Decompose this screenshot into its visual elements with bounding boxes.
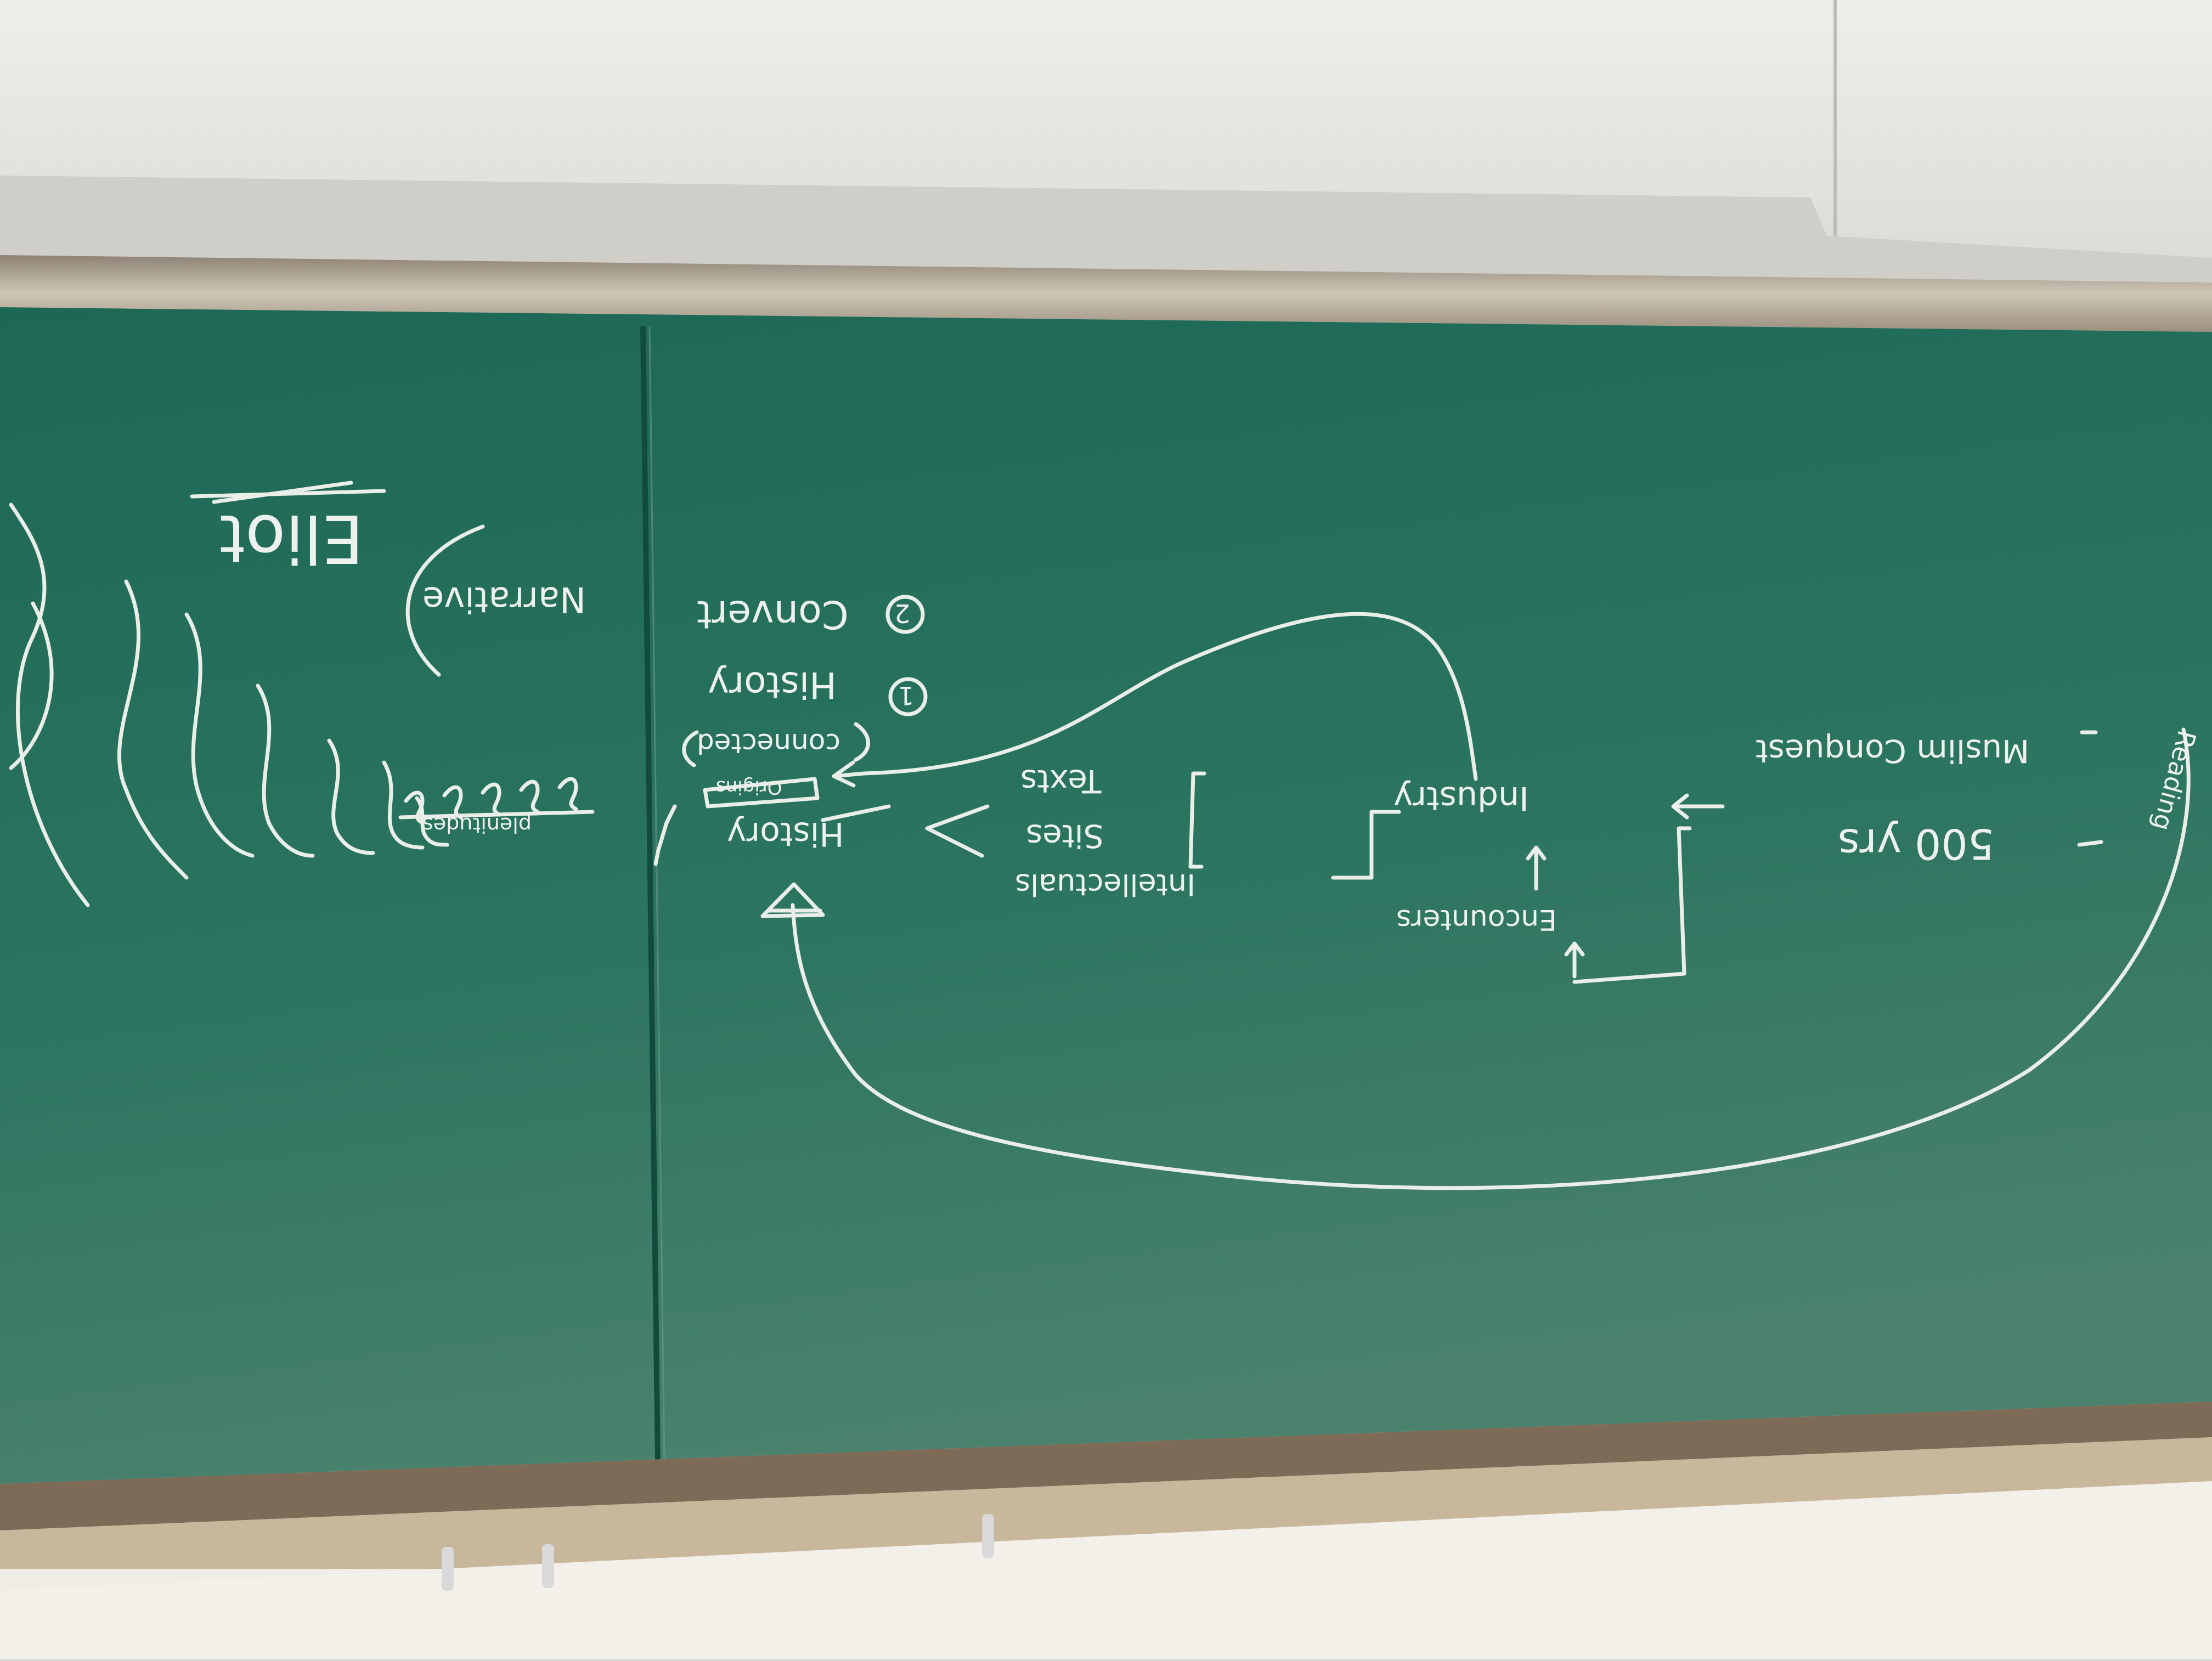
- origins-box: [703, 777, 820, 809]
- label-texts: Texts: [1020, 762, 1102, 800]
- label-connected: connected: [697, 727, 840, 759]
- label-sites: Sites: [1026, 817, 1104, 855]
- label-origins: Origins: [716, 776, 782, 798]
- wall-trim: [0, 176, 2212, 285]
- texts-sites-bracket: [1188, 771, 1206, 869]
- swirl: [184, 612, 255, 858]
- tray-clip: [982, 1514, 994, 1558]
- chevron: [925, 804, 990, 858]
- squiggle-row: [404, 777, 578, 825]
- connected-paren: [682, 722, 870, 767]
- right-arrow: [1671, 793, 1725, 820]
- encounters-bracket: [1564, 826, 1692, 984]
- intellectuals-bracket: [1331, 810, 1401, 880]
- swirl: [327, 738, 375, 855]
- upper-arc-arrow: [862, 612, 1478, 781]
- circle-two: [885, 595, 925, 634]
- swirl: [256, 683, 315, 858]
- panel-seam: [640, 326, 661, 1504]
- swirl: [9, 601, 54, 770]
- label-eliot: Eliot: [219, 500, 364, 576]
- label-narrative: Narrative: [422, 579, 586, 619]
- label-number-two: 2: [894, 598, 911, 628]
- chalk-strokes: [9, 481, 2191, 1190]
- label-history-top: History: [708, 664, 837, 706]
- left-connector: [653, 804, 891, 866]
- label-intellectuals: Intellectuals: [1015, 867, 1196, 902]
- label-encounters: Encounters: [1396, 903, 1557, 936]
- label-number-one: 1: [898, 681, 915, 710]
- eliot-overline: [190, 481, 386, 504]
- swirl: [382, 760, 425, 850]
- triangle-marker: [760, 882, 825, 918]
- label-date: 500 yrs: [1838, 820, 1995, 868]
- swirl: [9, 502, 90, 907]
- encounters-arrow: [1526, 845, 1547, 891]
- label-history-center: History: [727, 815, 844, 853]
- narrative-paren: [405, 524, 485, 677]
- label-muslim-conquest: Muslim Conquest: [1756, 732, 2030, 770]
- label-convert: Convert: [697, 592, 849, 637]
- label-industry: Industry: [1393, 779, 1529, 817]
- large-loop-arrow: [791, 727, 2191, 1190]
- swirl: [117, 579, 189, 880]
- circle-one: [888, 677, 928, 716]
- chalkboard-surface: [0, 307, 2212, 1484]
- tray-clip: [542, 1544, 554, 1588]
- top-wood-ledge: [0, 255, 2212, 332]
- chalk-tray: [0, 1402, 2212, 1530]
- label-plenitudes: plenitudes: [422, 813, 532, 837]
- dash: [2077, 730, 2103, 847]
- tray-clip: [442, 1547, 454, 1591]
